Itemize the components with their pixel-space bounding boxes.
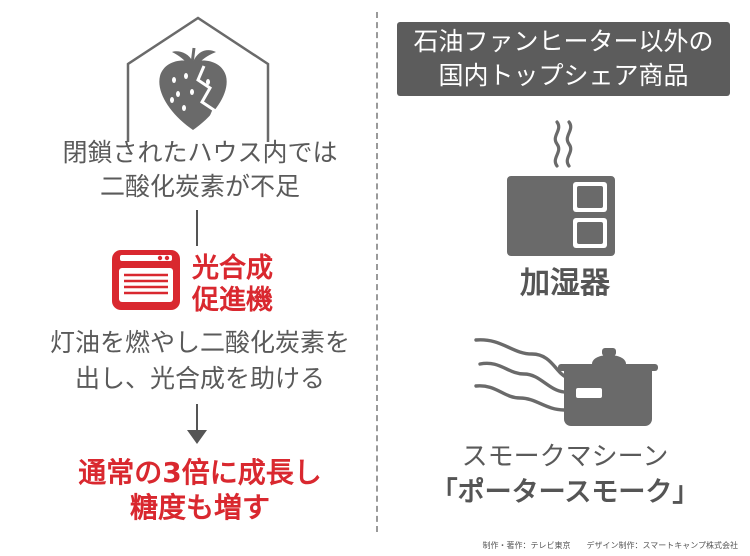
result-line1: 通常の3倍に成長し bbox=[78, 456, 322, 489]
house-caption-line1: 閉鎖されたハウス内では bbox=[62, 138, 338, 167]
effect-caption-line2: 出し、光合成を助ける bbox=[74, 364, 325, 393]
right-title-box: 石油ファンヒーター以外の 国内トップシェア商品 bbox=[397, 22, 730, 96]
column-divider bbox=[376, 12, 378, 532]
connector-line-1 bbox=[196, 210, 198, 246]
smoke-machine-icon bbox=[474, 338, 658, 426]
right-title-line1: 石油ファンヒーター以外の bbox=[413, 27, 714, 56]
right-title-line2: 国内トップシェア商品 bbox=[438, 61, 689, 90]
effect-caption-line1: 灯油を燃やし二酸化炭素を bbox=[49, 328, 350, 357]
house-outline-icon bbox=[126, 16, 270, 142]
strawberry-icon bbox=[159, 47, 227, 130]
machine-name-line1: 光合成 bbox=[192, 253, 273, 284]
product2-line1: スモークマシーン bbox=[461, 442, 669, 472]
house-caption-line2: 二酸化炭素が不足 bbox=[99, 172, 300, 201]
connector-arrow-shaft bbox=[196, 404, 198, 434]
machine-name-line2: 促進機 bbox=[192, 285, 273, 316]
product1-name: 加湿器 bbox=[520, 266, 610, 301]
heater-icon bbox=[112, 250, 180, 310]
arrow-down-icon bbox=[187, 430, 207, 444]
credit-text: 制作・著作：テレビ東京 デザイン制作：スマートキャンプ株式会社 bbox=[482, 541, 738, 550]
product2-line2: 「ポータースモーク」 bbox=[430, 477, 700, 508]
result-line2: 糖度も増す bbox=[129, 491, 270, 524]
humidifier-icon bbox=[507, 120, 615, 256]
